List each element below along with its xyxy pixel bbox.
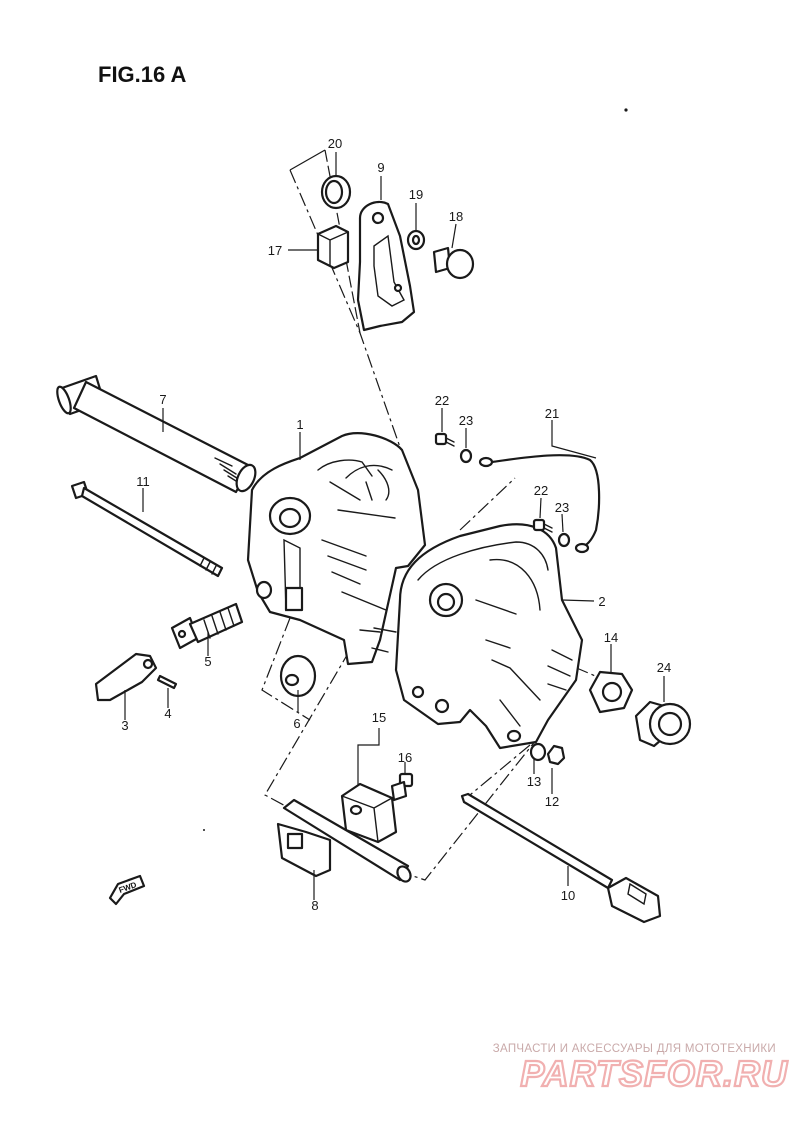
callout-labels: 1 2 3 4 5 6 7 8 9 10 11 12 13 14 15 16 1… bbox=[121, 136, 671, 913]
callout-13: 13 bbox=[527, 774, 541, 789]
forward-direction-marker: FWD bbox=[108, 874, 146, 906]
callout-24: 24 bbox=[657, 660, 671, 675]
callout-17: 17 bbox=[268, 243, 282, 258]
long-bolt-part bbox=[70, 480, 224, 578]
rod-part bbox=[460, 792, 662, 924]
scan-specks bbox=[203, 108, 628, 831]
callout-16: 16 bbox=[398, 750, 412, 765]
watermark-brand: PARTSFOR.RU bbox=[520, 1053, 788, 1094]
callout-11: 11 bbox=[136, 474, 150, 489]
callout-18: 18 bbox=[449, 209, 463, 224]
left-clamp-bracket-part bbox=[246, 432, 427, 666]
callout-15: 15 bbox=[372, 710, 386, 725]
callout-8: 8 bbox=[311, 898, 318, 913]
callout-14: 14 bbox=[604, 630, 618, 645]
nut-part bbox=[588, 670, 634, 714]
callout-22-top: 22 bbox=[435, 393, 449, 408]
callout-10: 10 bbox=[561, 888, 575, 903]
handle-part bbox=[94, 652, 158, 702]
callout-4: 4 bbox=[164, 706, 171, 721]
small-washer-part bbox=[529, 742, 547, 762]
stopper-screw-part bbox=[390, 772, 414, 802]
callout-leaders bbox=[124, 152, 665, 900]
pin-part bbox=[156, 674, 178, 690]
callout-23-top: 23 bbox=[459, 413, 473, 428]
pad-part bbox=[316, 224, 350, 270]
callout-21: 21 bbox=[545, 406, 559, 421]
lead-wire-part bbox=[478, 454, 601, 554]
callout-22-lower: 22 bbox=[534, 483, 548, 498]
callout-2: 2 bbox=[598, 594, 605, 609]
watermark: ЗАПЧАСТИ И АКСЕССУАРЫ ДЛЯ МОТОТЕХНИКИ PA… bbox=[493, 1043, 788, 1095]
washer-and-bolt-part bbox=[406, 229, 475, 280]
callout-3: 3 bbox=[121, 718, 128, 733]
callout-20: 20 bbox=[328, 136, 342, 151]
watermark-tagline: ЗАПЧАСТИ И АКСЕССУАРЫ ДЛЯ МОТОТЕХНИКИ bbox=[493, 1043, 776, 1055]
callout-1: 1 bbox=[296, 417, 303, 432]
clip-part bbox=[320, 174, 352, 210]
callout-19: 19 bbox=[409, 187, 423, 202]
callout-7: 7 bbox=[159, 392, 166, 407]
callout-12: 12 bbox=[545, 794, 559, 809]
cap-nut-part bbox=[634, 700, 692, 748]
callout-23-lower: 23 bbox=[555, 500, 569, 515]
callout-6: 6 bbox=[293, 716, 300, 731]
shaft-part bbox=[276, 798, 412, 883]
tilt-tube-part bbox=[56, 374, 257, 494]
right-clamp-bracket-part bbox=[394, 523, 584, 750]
screw-washer-part bbox=[434, 432, 571, 548]
grommet-part bbox=[279, 654, 317, 698]
figure-title: FIG.16 A bbox=[98, 62, 187, 87]
spring-lever-part bbox=[170, 602, 244, 650]
callout-9: 9 bbox=[377, 160, 384, 175]
callout-5: 5 bbox=[204, 654, 211, 669]
hook-plate-part bbox=[356, 200, 416, 332]
small-nut-part bbox=[546, 744, 566, 766]
